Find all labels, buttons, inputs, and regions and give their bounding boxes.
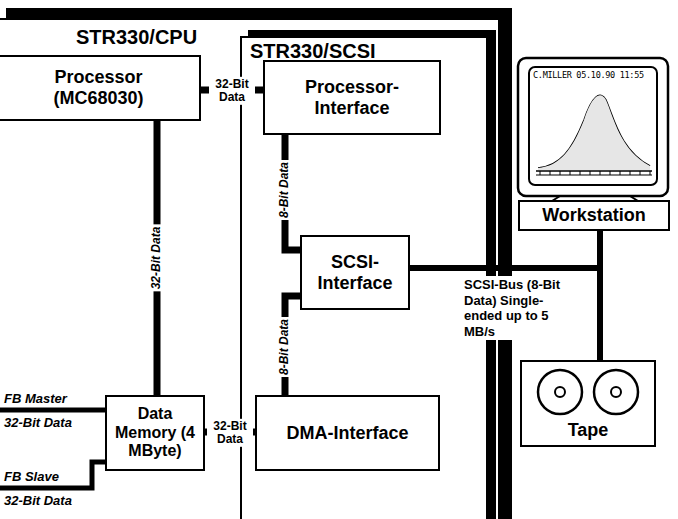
tape-drive: Tape [520,360,656,447]
box-label: Workstation [542,205,646,226]
box-label: SCSI-Interface [310,252,400,293]
box-label: DMA-Interface [286,423,408,444]
box-label: Tape [568,420,609,441]
bus-name: FB Master [4,391,67,406]
bus-width: 32-Bit Data [4,415,72,430]
box-label: Data Memory (4 MByte) [111,405,199,460]
workstation-base: Workstation [518,200,670,231]
screen-ticks [540,171,650,175]
bus-label: 32-Bit Data [207,419,253,447]
box-label: Processor (MC68030) [39,67,159,108]
board-title: STR330/CPU [76,26,197,49]
data-bus [410,268,600,360]
screen-axis [536,175,652,176]
box-label: Processor-Interface [277,77,427,118]
bus-label: 32-Bit Data [149,225,164,292]
bus-label: 8-Bit Data [277,317,292,377]
screen-fill [538,95,650,170]
bus-label: 8-Bit Data [277,160,292,220]
monitor-screen [529,67,657,185]
scsi-board: STR330/SCSIProcessor-InterfaceSCSI-Inter… [240,36,488,519]
data-bus [410,231,600,268]
bus-width: 32-Bit Data [4,493,72,508]
interface-box: SCSI-Interface [300,235,410,310]
fb-slave-wire [0,462,105,488]
monitor-housing [518,58,668,196]
processor-box: Processor (MC68030) [0,55,201,121]
interface-box: Processor-Interface [263,60,441,135]
fb-master-wire [0,408,105,413]
bus-name: FB Slave [4,469,59,484]
memory-box: Data Memory (4 MByte) [105,395,205,471]
bus-label: SCSI-Bus (8-Bit Data) Single-ended up to… [462,276,566,340]
screen-text: C.MILLER 05.10.90 11:55 [533,70,644,80]
screen-axis [536,170,652,172]
interface-box: DMA-Interface [255,395,440,471]
bus-label: 32-Bit Data [209,77,255,105]
